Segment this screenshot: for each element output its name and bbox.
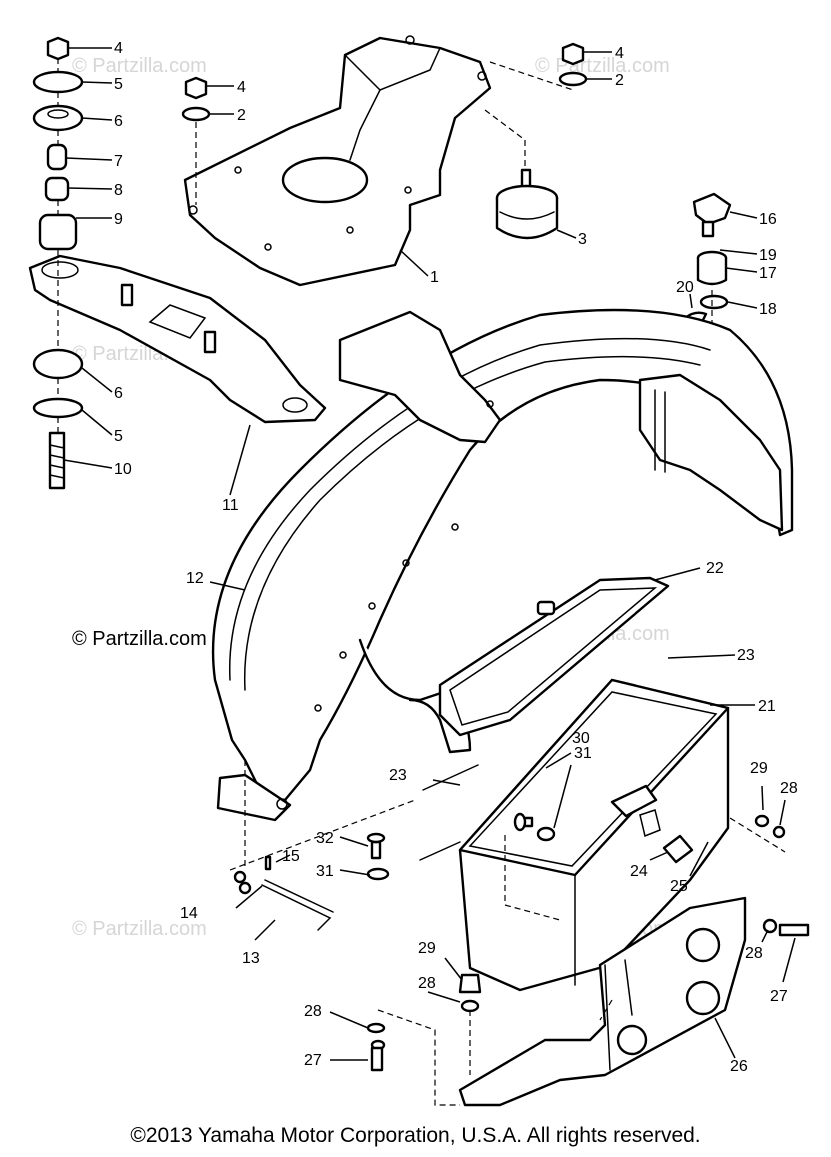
callout-10: 10 <box>114 461 132 478</box>
callout-24: 24 <box>630 863 648 880</box>
callout-31: 31 <box>574 745 592 762</box>
callout-28: 28 <box>418 975 436 992</box>
part-11-bracket <box>28 254 327 424</box>
callout-7: 7 <box>114 153 123 170</box>
callout-2: 2 <box>237 107 246 124</box>
callout-30: 30 <box>572 730 590 747</box>
part-13-rod <box>233 855 334 931</box>
small-hardware <box>229 760 810 1106</box>
part-1-plate <box>183 35 492 287</box>
callout-4: 4 <box>615 45 624 62</box>
callout-4: 4 <box>114 40 123 57</box>
callout-6: 6 <box>114 113 123 130</box>
callout-29: 29 <box>750 760 768 777</box>
watermark: © Partzilla.com <box>72 918 207 940</box>
callout-26: 26 <box>730 1058 748 1075</box>
callout-22: 22 <box>706 560 724 577</box>
callout-27: 27 <box>770 988 788 1005</box>
callout-3: 3 <box>578 231 587 248</box>
part-26-bracket <box>458 896 747 1107</box>
callout-23: 23 <box>389 767 407 784</box>
callout-23: 23 <box>737 647 755 664</box>
callout-28: 28 <box>780 780 798 797</box>
callout-16: 16 <box>759 211 777 228</box>
callout-28: 28 <box>304 1003 322 1020</box>
part-22-lid <box>438 576 670 737</box>
callout-15: 15 <box>282 848 300 865</box>
callout-29: 29 <box>418 940 436 957</box>
callout-31: 31 <box>316 863 334 880</box>
part-3-mount <box>495 168 559 240</box>
callout-14: 14 <box>180 905 198 922</box>
callout-28: 28 <box>745 945 763 962</box>
callout-19: 19 <box>759 247 777 264</box>
callout-25: 25 <box>670 878 688 895</box>
callout-32: 32 <box>316 830 334 847</box>
callout-13: 13 <box>242 950 260 967</box>
callout-11: 11 <box>222 497 239 514</box>
callout-5: 5 <box>114 428 123 445</box>
callout-12: 12 <box>186 570 204 587</box>
callout-9: 9 <box>114 211 123 228</box>
leader-lines <box>63 47 796 1061</box>
callout-4: 4 <box>237 79 246 96</box>
callout-27: 27 <box>304 1052 322 1069</box>
watermark-dark: © Partzilla.com <box>72 628 207 650</box>
callout-1: 1 <box>430 269 439 286</box>
callout-18: 18 <box>759 301 777 318</box>
center-hardware <box>181 42 588 205</box>
watermark: © Partzilla.com <box>72 55 207 77</box>
left-hardware-stack <box>32 36 84 490</box>
callout-20: 20 <box>676 279 694 296</box>
callout-21: 21 <box>758 698 776 715</box>
callout-6: 6 <box>114 385 123 402</box>
callout-17: 17 <box>759 265 777 282</box>
callout-labels: 4 5 6 7 8 9 6 5 10 11 4 2 4 2 3 1 16 19 … <box>114 40 798 1075</box>
callout-8: 8 <box>114 182 123 199</box>
copyright-footer: ©2013 Yamaha Motor Corporation, U.S.A. A… <box>130 1124 701 1147</box>
watermark: © Partzilla.com <box>535 55 670 77</box>
callout-5: 5 <box>114 76 123 93</box>
callout-2: 2 <box>615 72 624 89</box>
